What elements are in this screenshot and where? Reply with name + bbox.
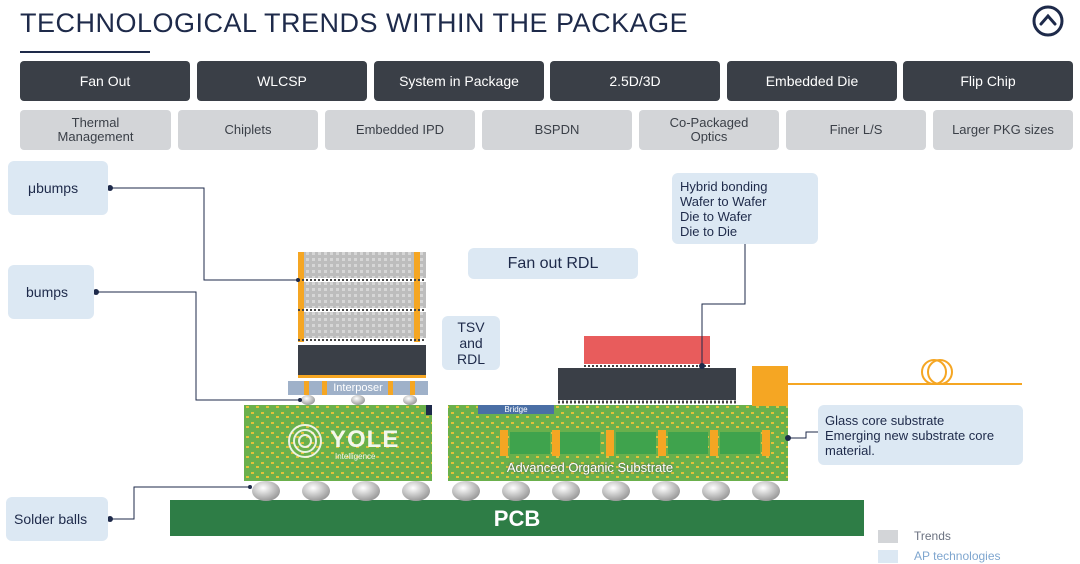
base-die	[558, 368, 736, 400]
callout-fan-out-rdl: Fan out RDL	[468, 248, 638, 279]
ap-tech-sip: System in Package	[374, 61, 544, 101]
fiber-coil	[921, 359, 953, 385]
trend-cpo: Co-Packaged Optics	[639, 110, 779, 150]
legend-ap-swatch	[878, 550, 898, 563]
ap-tech-embedded-die: Embedded Die	[727, 61, 897, 101]
trend-larger-pkg: Larger PKG sizes	[933, 110, 1073, 150]
bridge-label: Bridge	[504, 405, 528, 414]
glass-leader	[788, 431, 818, 439]
ap-tech-flip-chip: Flip Chip	[903, 61, 1073, 101]
logic-die	[298, 345, 426, 375]
callout-tsv-rdl: TSV and RDL	[442, 316, 500, 370]
callout-hybrid-bonding: Hybrid bonding Wafer to Wafer Die to Waf…	[672, 173, 818, 244]
callout-bumps: bumps	[8, 265, 94, 319]
chevron-up-icon[interactable]	[1032, 5, 1064, 37]
glass-core-cells	[510, 432, 760, 454]
legend-trends-label: Trends	[914, 529, 951, 543]
pcb	[170, 500, 864, 536]
title-underline	[20, 51, 150, 53]
substrate-label: Advanced Organic Substrate	[506, 460, 674, 475]
hybrid-bonded-die	[584, 336, 710, 364]
hybrid-leader	[701, 240, 746, 366]
trend-embedded-ipd: Embedded IPD	[325, 110, 475, 150]
ap-tech-25d-3d: 2.5D/3D	[550, 61, 720, 101]
pcb-label: PCB	[493, 506, 541, 531]
ubumps-leader	[110, 187, 298, 281]
callout-ubumps: μbumps	[8, 161, 108, 215]
memory-stack	[298, 252, 426, 342]
trend-bspdn: BSPDN	[482, 110, 632, 150]
ap-tech-wlcsp: WLCSP	[197, 61, 367, 101]
watermark-subtext: Intelligence	[335, 452, 376, 461]
trend-finer-ls: Finer L/S	[786, 110, 926, 150]
callout-glass-core: Glass core substrate Emerging new substr…	[818, 405, 1023, 465]
trend-thermal: Thermal Management	[20, 110, 171, 150]
solder-balls	[252, 481, 780, 501]
trend-chiplets: Chiplets	[178, 110, 318, 150]
watermark-text: YOLE	[330, 426, 400, 453]
ap-tech-fan-out: Fan Out	[20, 61, 190, 101]
yole-logo-mark	[288, 424, 322, 458]
optical-engine	[752, 366, 788, 406]
callout-solder-balls: Solder balls	[6, 497, 108, 541]
interposer-label: Interposer	[333, 382, 383, 394]
legend-trends-swatch	[878, 530, 898, 543]
bridge	[478, 405, 554, 414]
through-vias	[500, 430, 770, 456]
solder-leader	[110, 486, 250, 520]
legend-ap-label: AP technologies	[914, 549, 1001, 563]
left-substrate	[244, 405, 432, 481]
bumps-leader	[96, 291, 300, 401]
page-title: TECHNOLOGICAL TRENDS WITHIN THE PACKAGE	[20, 8, 689, 38]
